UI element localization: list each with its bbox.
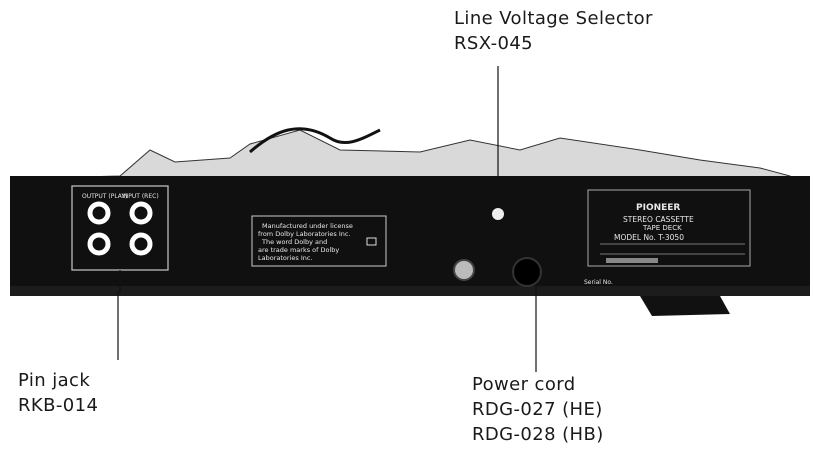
dolby-line-4: are trade marks of Dolby	[258, 246, 339, 254]
callout-power-cord-name: Power cord	[472, 374, 576, 395]
chassis-top-edge	[39, 129, 791, 183]
dolby-line-3: The word Dolby and	[261, 238, 327, 246]
callout-power-cord: Power cord RDG-027 (HE) RDG-028 (HB)	[472, 372, 604, 447]
pin-jacks	[87, 201, 153, 256]
pin-jack-input-l	[129, 201, 153, 225]
dolby-line-2: from Dolby Laboratories Inc.	[258, 230, 351, 238]
dolby-line-1: Manufactured under license	[262, 222, 353, 230]
fuse-holder	[453, 259, 475, 281]
callout-pin-jack: Pin jack RKB-014	[18, 368, 98, 418]
rating-plate	[587, 189, 751, 267]
panel-lower-lip	[10, 286, 810, 296]
callout-line-voltage-selector-name: Line Voltage Selector	[454, 8, 653, 29]
leader-line-pin-jack	[117, 270, 121, 360]
dolby-plate	[251, 215, 387, 267]
power-cord-grommet	[512, 257, 542, 287]
model-label: MODEL No. T-3050	[614, 233, 684, 242]
callout-power-cord-part-hb: RDG-028 (HB)	[472, 424, 604, 445]
callout-line-voltage-selector-part: RSX-045	[454, 33, 534, 54]
brand-label: PIONEER	[636, 203, 680, 213]
dolby-double-d-logo	[366, 237, 377, 246]
jack-label-input: INPUT (REC)	[122, 193, 159, 200]
pin-jack-output-r	[87, 232, 111, 256]
callout-power-cord-part-he: RDG-027 (HE)	[472, 399, 603, 420]
callout-pin-jack-name: Pin jack	[18, 370, 91, 391]
jack-label-output: OUTPUT (PLAY)	[82, 193, 127, 200]
pin-jack-input-r	[129, 232, 153, 256]
chassis-foot	[640, 296, 730, 316]
serial-label: Serial No.	[584, 279, 613, 286]
cable-bundle	[249, 127, 381, 154]
callout-pin-jack-part: RKB-014	[18, 395, 99, 416]
product-line-1: STEREO CASSETTE	[623, 215, 694, 224]
pin-jack-output-l	[87, 201, 111, 225]
dolby-line-5: Laboratories Inc.	[258, 254, 313, 262]
rating-plate-marking	[606, 258, 658, 263]
line-voltage-selector-knob	[492, 208, 504, 220]
callout-line-voltage-selector: Line Voltage Selector RSX-045	[454, 6, 653, 56]
product-line-2: TAPE DECK	[642, 224, 682, 232]
